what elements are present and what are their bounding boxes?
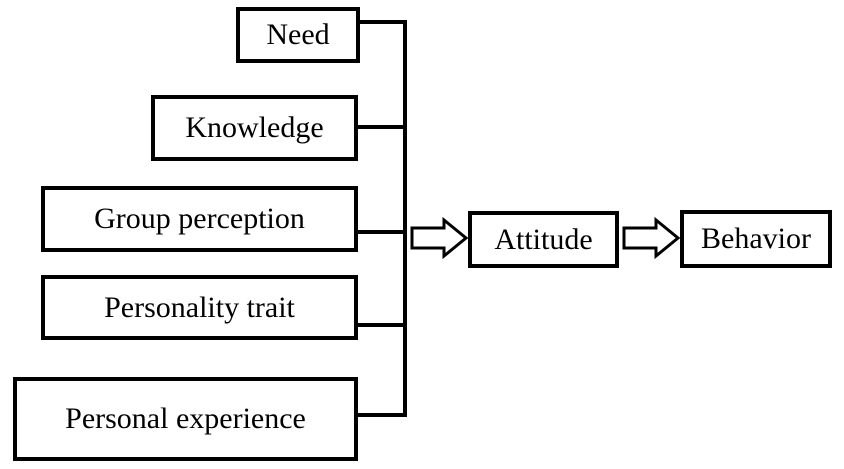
factor-label-personality-trait: Personality trait — [104, 290, 295, 324]
behavior-box: Behavior — [680, 210, 832, 268]
connector-need — [358, 20, 407, 24]
connector-personality-trait — [356, 323, 407, 327]
attitude-box: Attitude — [468, 211, 619, 268]
behavior-label: Behavior — [701, 222, 811, 255]
connector-knowledge — [356, 125, 407, 129]
arrow-to-behavior — [622, 216, 681, 260]
bracket-line — [403, 20, 407, 417]
factor-box-personal-experience: Personal experience — [13, 377, 358, 461]
connector-personal-experience — [356, 413, 407, 417]
arrow-to-attitude — [410, 216, 469, 260]
factor-box-knowledge: Knowledge — [151, 95, 358, 161]
factor-label-group-perception: Group perception — [94, 202, 305, 235]
attitude-label: Attitude — [494, 222, 593, 256]
factor-box-personality-trait: Personality trait — [41, 275, 358, 340]
factor-label-knowledge: Knowledge — [185, 111, 324, 144]
factor-box-group-perception: Group perception — [41, 186, 358, 252]
factor-label-need: Need — [266, 18, 330, 51]
connector-group-perception — [356, 230, 407, 234]
factor-label-personal-experience: Personal experience — [65, 402, 306, 435]
factor-box-need: Need — [236, 7, 360, 63]
